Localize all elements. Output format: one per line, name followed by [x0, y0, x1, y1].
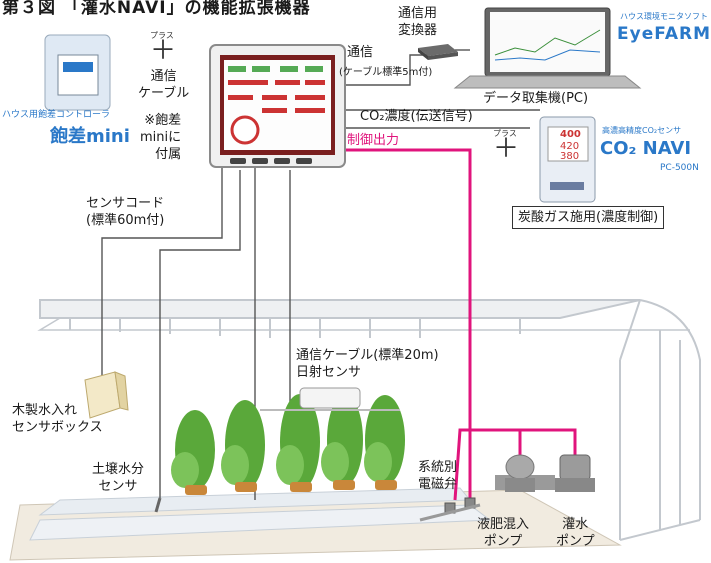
plus-caption-2: プラス — [493, 129, 517, 138]
cable-std5m: (ケーブル標準5m付) — [339, 67, 433, 78]
co2navi-logo: CO₂ NAVI — [600, 138, 692, 159]
co2-control-box: 炭酸ガス施用(濃度制御) — [512, 206, 665, 229]
co2-signal-label: CO₂濃度(伝送信号) — [360, 109, 473, 124]
valves — [419, 497, 481, 522]
pc-label: データ取集機(PC) — [483, 91, 589, 106]
soil-sensor-text: 土壌水分 センサ — [92, 462, 145, 494]
housasa-logo: 飽差mini — [50, 126, 130, 147]
communication-converter — [418, 44, 458, 60]
eyefarm-logo: EyeFARM — [617, 24, 711, 44]
plus-icon-2: ＋ — [493, 134, 520, 164]
irrigation-pump-text: 灌水 ポンプ — [556, 517, 595, 549]
housasa-caption: ハウス用飽差コントローラ — [2, 110, 111, 120]
eyefarm-caption: ハウス環境モニタソフト — [620, 12, 708, 21]
solar-sensor — [260, 387, 400, 411]
plus-caption: プラス — [150, 31, 174, 40]
fertilizer-pump-text: 液肥混入 ポンプ — [477, 517, 530, 549]
co2-navi-device — [539, 116, 596, 203]
co2navi-model: PC-500N — [660, 163, 699, 173]
co2-readout-1: 400 — [560, 129, 581, 140]
sensor-cord-text: センサコード (標準60m付) — [86, 196, 165, 228]
co2-readout-2: 420 — [560, 141, 580, 152]
figure-title: 第３図 「灌水NAVI」の機能拡張機器 — [2, 0, 311, 18]
co2navi-caption: 高濃高精度CO₂センサ — [602, 126, 682, 135]
comm-cable-text: 通信 ケーブル — [138, 69, 190, 101]
comm-cable-label: 通信 ケーブル — [138, 68, 189, 102]
greenhouse-roof — [37, 299, 690, 338]
pumps — [495, 454, 595, 492]
soil-sensor-probe — [154, 497, 162, 513]
sensor-cord-label: センサコード (標準60m付) — [86, 195, 164, 229]
housasa-note: ※飽差 miniに 付属 — [140, 112, 181, 163]
mulch-strip-2 — [29, 504, 492, 541]
control-output-line — [345, 148, 577, 501]
irrigation-navi-controller — [209, 44, 346, 168]
co2-readout-3: 380 — [560, 151, 580, 162]
wooden-box-text: 木製水入れ センサボックス — [12, 403, 103, 435]
irrigation-pump-label: 灌水 ポンプ — [556, 516, 595, 550]
plants — [171, 394, 405, 495]
laptop-pc — [453, 7, 642, 89]
converter-label: 通信用 変換器 — [398, 5, 437, 39]
wooden-box-label: 木製水入れ センサボックス — [12, 402, 103, 436]
solar-sensor-label: 日射センサ — [296, 365, 362, 380]
plus-icon: ＋ — [150, 36, 177, 66]
greenhouse-frame — [619, 299, 701, 541]
converter-text: 通信用 変換器 — [398, 6, 438, 38]
housasa-note-text: ※飽差 miniに 付属 — [140, 113, 182, 162]
comm-label: 通信 — [347, 45, 374, 60]
cable-lines — [101, 49, 540, 500]
comm-cable-20m-label: 通信ケーブル(標準20m) — [296, 348, 439, 363]
soil-sensor-label: 土壌水分 センサ — [92, 461, 144, 495]
valve-label: 系統別 電磁弁 — [418, 459, 457, 493]
fertilizer-pump-label: 液肥混入 ポンプ — [477, 516, 529, 550]
housasa-mini-device — [44, 34, 111, 111]
valve-text: 系統別 電磁弁 — [418, 460, 458, 492]
wooden-sensor-box — [84, 371, 129, 419]
control-output-label: 制御出力 — [347, 133, 400, 148]
